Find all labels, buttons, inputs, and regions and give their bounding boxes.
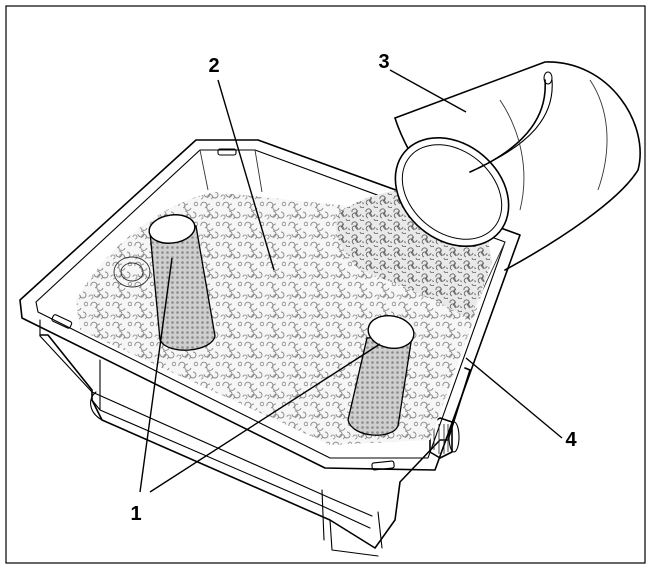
callout-3: 3	[378, 51, 389, 73]
figure-frame	[5, 5, 646, 564]
handle-slot-left	[51, 314, 73, 329]
leader-1b	[149, 343, 381, 493]
callout-2: 2	[208, 55, 219, 77]
leader-4	[465, 357, 563, 439]
filter-pipe-right	[347, 315, 415, 436]
callout-4: 4	[565, 429, 577, 451]
leader-2	[217, 79, 275, 271]
bucket	[394, 61, 641, 271]
callout-1: 1	[130, 503, 141, 525]
handle-slot-top	[217, 148, 237, 156]
handle-slot-front	[371, 460, 395, 471]
leader-1a	[139, 257, 173, 493]
pump-outline	[113, 256, 151, 288]
filter-pipe-left	[148, 214, 216, 351]
leader-3	[389, 69, 467, 113]
